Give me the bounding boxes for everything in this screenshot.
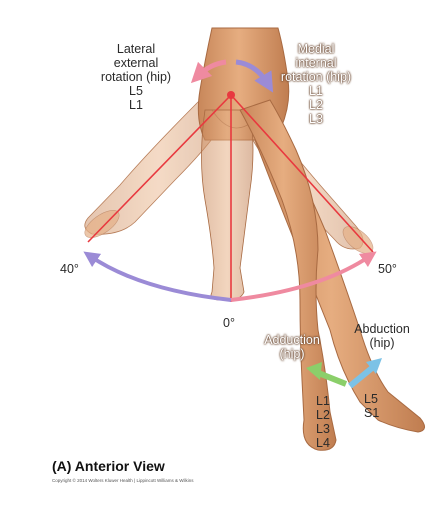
medial-line-3: rotation (hip) bbox=[280, 70, 352, 84]
neutral-leg bbox=[201, 109, 254, 301]
medial-root-3: L3 bbox=[309, 112, 323, 126]
lateral-line-2: external bbox=[113, 56, 159, 70]
abduction-arrow bbox=[348, 365, 374, 389]
abduction-line-1: Abduction bbox=[354, 322, 410, 336]
adduction-arrow bbox=[314, 369, 348, 387]
lateral-root-1: L5 bbox=[129, 84, 143, 98]
medial-rotation-label: Medial internal rotation (hip) L1 L2 L3 bbox=[268, 42, 364, 126]
abduction-roots: L5 S1 bbox=[364, 392, 379, 420]
lateral-rotation-arrow bbox=[190, 59, 227, 84]
lateral-line-1: Lateral bbox=[116, 42, 156, 56]
angle-0-label: 0° bbox=[223, 316, 235, 330]
angle-lines bbox=[87, 94, 374, 302]
medial-line-2: internal bbox=[295, 56, 337, 70]
abduction-line-2: (hip) bbox=[369, 336, 395, 350]
abduction-label: Abduction (hip) bbox=[346, 322, 418, 350]
lateral-line-3: rotation (hip) bbox=[100, 70, 172, 84]
abduction-root-2: S1 bbox=[364, 406, 380, 420]
adduction-roots: L1 L2 L3 L4 bbox=[316, 394, 330, 450]
line-50-degree bbox=[230, 94, 374, 253]
hip-pivot-point bbox=[227, 91, 235, 99]
medial-root-2: L2 bbox=[309, 98, 323, 112]
medial-root-1: L1 bbox=[309, 84, 323, 98]
adducted-leg bbox=[239, 99, 337, 451]
lateral-rotation-label: Lateral external rotation (hip) L5 L1 bbox=[96, 42, 176, 112]
external-rotation-arc-arrow bbox=[83, 251, 232, 302]
internal-rotation-arc-arrow bbox=[230, 251, 377, 302]
line-40-degree bbox=[87, 94, 232, 243]
adduction-line-1: Adduction bbox=[264, 333, 320, 347]
adduction-root-2: L2 bbox=[316, 408, 330, 422]
adduction-root-3: L3 bbox=[316, 422, 330, 436]
adduction-arrowhead bbox=[306, 362, 322, 380]
copyright-credit: Copyright © 2014 Wolters Kluwer Health |… bbox=[52, 478, 194, 483]
lateral-root-2: L1 bbox=[129, 98, 143, 112]
medial-rotation-arrow bbox=[235, 59, 274, 93]
angle-40-label: 40° bbox=[60, 262, 79, 276]
adduction-root-4: L4 bbox=[316, 436, 330, 450]
figure-caption: (A) Anterior View bbox=[52, 458, 165, 474]
angle-50-label: 50° bbox=[378, 262, 397, 276]
adduction-root-1: L1 bbox=[316, 394, 330, 408]
adduction-line-2: (hip) bbox=[279, 347, 305, 361]
abduction-root-1: L5 bbox=[364, 392, 378, 406]
abduction-arrowhead bbox=[366, 358, 382, 374]
adduction-label: Adduction (hip) bbox=[256, 333, 328, 361]
medial-line-1: Medial bbox=[297, 42, 335, 56]
